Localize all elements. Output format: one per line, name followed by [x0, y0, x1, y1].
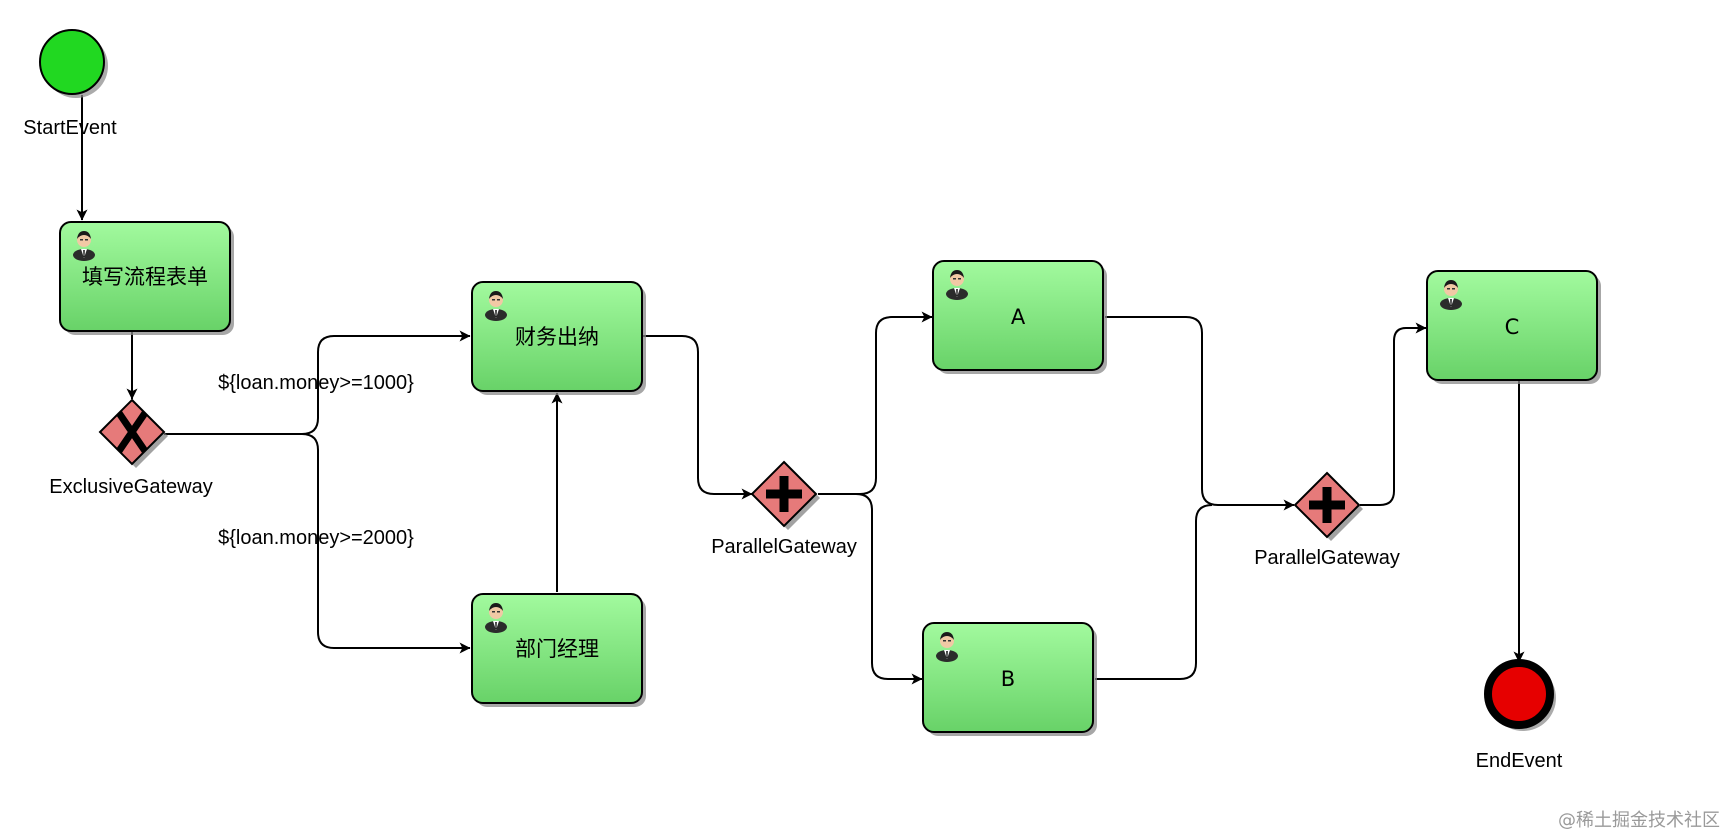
start-event-circle — [39, 29, 105, 95]
parallel-gateway-join[interactable] — [1293, 471, 1363, 541]
flow-b-to-parallel-join[interactable] — [1095, 504, 1213, 680]
parallel-gateway-join-label: ParallelGateway — [1254, 547, 1400, 569]
plus-icon — [1309, 487, 1345, 523]
flow-a-to-parallel-join[interactable] — [1105, 316, 1295, 511]
start-event-label: StartEvent — [23, 117, 117, 139]
task-b[interactable]: B — [922, 622, 1097, 736]
exclusive-gateway[interactable] — [98, 398, 168, 468]
task-fill-form[interactable]: 填写流程表单 — [59, 221, 234, 335]
task-label: 部门经理 — [515, 637, 599, 661]
parallel-gateway-split[interactable] — [750, 460, 820, 530]
x-icon — [116, 411, 148, 453]
task-label: C — [1505, 315, 1520, 339]
task-label: B — [1001, 667, 1015, 691]
end-event-label: EndEvent — [1476, 750, 1563, 772]
end-event-ring — [1484, 659, 1554, 729]
task-finance[interactable]: 财务出纳 — [471, 281, 646, 395]
condition-label-finance: ${loan.money>=1000} — [218, 372, 414, 394]
flow-exclusive-to-finance[interactable] — [164, 330, 471, 435]
flow-parallel-join-to-c[interactable] — [1360, 322, 1427, 506]
end-event[interactable] — [1484, 659, 1556, 731]
task-label: 财务出纳 — [515, 325, 599, 349]
parallel-gateway-split-label: ParallelGateway — [711, 536, 857, 558]
exclusive-gateway-label: ExclusiveGateway — [49, 476, 212, 498]
task-box — [1426, 270, 1598, 381]
plus-icon — [766, 476, 802, 512]
task-a[interactable]: A — [932, 260, 1107, 374]
watermark: @稀土掘金技术社区 — [1558, 810, 1720, 831]
task-box — [932, 260, 1104, 371]
task-box — [471, 593, 643, 704]
condition-label-manager: ${loan.money>=2000} — [218, 527, 414, 549]
task-label: 填写流程表单 — [82, 265, 208, 289]
sequence-flows — [76, 95, 1525, 685]
start-event[interactable] — [39, 29, 108, 98]
flow-parallel-split-to-a[interactable] — [818, 311, 933, 495]
task-c[interactable]: C — [1426, 270, 1601, 384]
task-label: A — [1011, 305, 1026, 329]
task-box — [471, 281, 643, 392]
task-box — [59, 221, 231, 332]
flow-exclusive-to-dept-manager[interactable] — [301, 433, 471, 654]
flow-finance-to-parallel-split[interactable] — [643, 335, 753, 500]
task-dept-manager[interactable]: 部门经理 — [471, 593, 646, 707]
flow-parallel-split-to-b[interactable] — [855, 493, 923, 685]
task-box — [922, 622, 1094, 733]
